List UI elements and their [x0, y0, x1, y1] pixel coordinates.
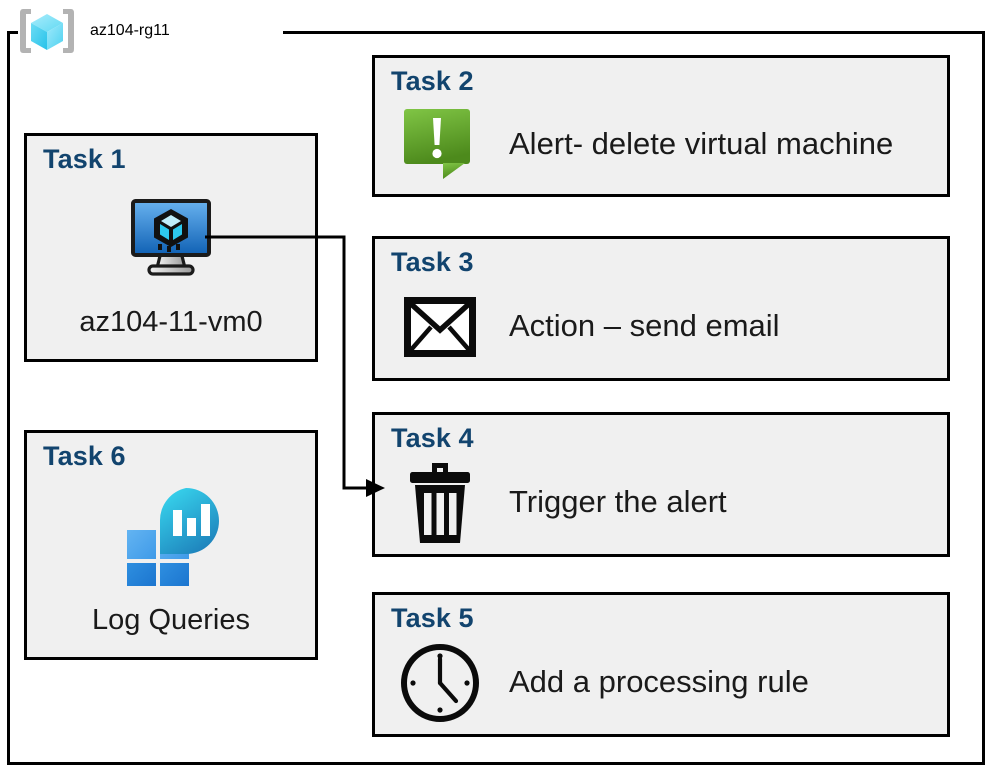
task-4-icon-wrap: [397, 461, 483, 545]
task-6-icon-wrap: [27, 481, 315, 591]
task-2-label: Alert- delete virtual machine: [509, 125, 894, 161]
task-5-title: Task 5: [391, 603, 474, 633]
resource-group-header: az104-rg11: [18, 4, 180, 58]
task-4-label: Trigger the alert: [509, 484, 727, 520]
task-5-card[interactable]: Task 5 Add a processing rule: [372, 592, 950, 737]
task-3-icon-wrap: [397, 296, 483, 358]
resource-group-cube-icon: [20, 9, 74, 53]
task-4-row: Trigger the alert: [397, 461, 933, 544]
task-5-label: Add a processing rule: [509, 664, 809, 700]
task-1-title: Task 1: [43, 144, 126, 174]
trash-can-icon: [410, 462, 470, 543]
envelope-icon: [404, 296, 476, 357]
resource-group-boundary: [7, 31, 985, 765]
clock-icon: [401, 643, 479, 722]
task-4-card[interactable]: Task 4 Trigger the alert: [372, 412, 950, 557]
task-6-caption: Log Queries: [92, 604, 250, 636]
task-1-card[interactable]: Task 1: [24, 133, 318, 362]
task-3-label: Action – send email: [509, 308, 780, 344]
task-5-icon-wrap: [397, 642, 483, 724]
task-4-title: Task 4: [391, 423, 474, 453]
log-analytics-icon: [127, 488, 219, 586]
task-6-card[interactable]: Task 6: [24, 430, 318, 660]
task-2-title: Task 2: [391, 66, 474, 96]
task-3-card[interactable]: Task 3 Action – send email: [372, 236, 950, 381]
task-6-title: Task 6: [43, 441, 126, 471]
task-1-icon-wrap: [27, 188, 315, 290]
alert-exclamation-icon: [404, 109, 470, 179]
task-2-row: Alert- delete virtual machine: [397, 104, 933, 184]
task-1-caption: az104-11-vm0: [79, 306, 263, 338]
task-3-title: Task 3: [391, 247, 474, 277]
resource-group-border-top-right: [283, 31, 985, 34]
resource-group-label: az104-rg11: [90, 22, 170, 39]
task-2-icon-wrap: [397, 107, 483, 181]
task-5-row: Add a processing rule: [397, 641, 933, 724]
task-3-row: Action – send email: [397, 285, 933, 368]
virtual-machine-icon: [131, 199, 211, 276]
task-2-card[interactable]: Task 2 Alert- delete virtual machine: [372, 55, 950, 197]
